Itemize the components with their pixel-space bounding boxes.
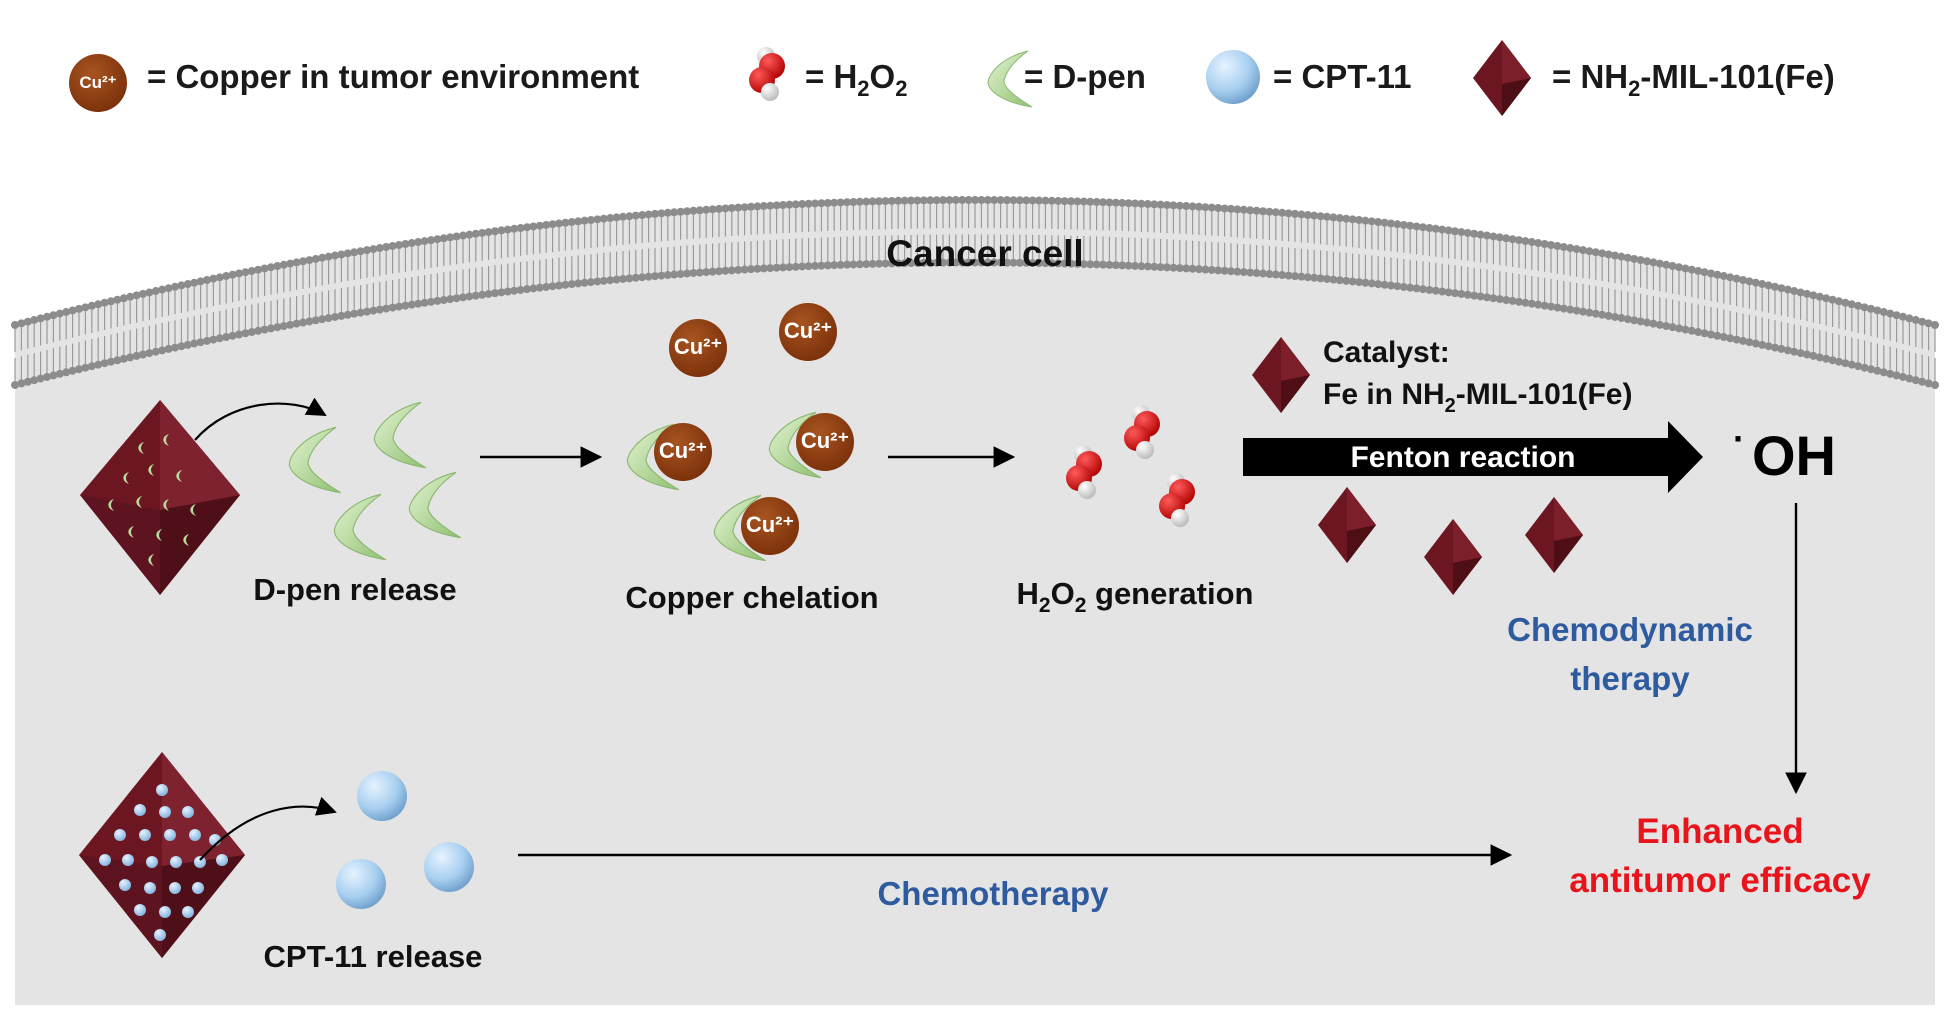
legend-copper-icon-label: Cu²⁺ [79,73,116,92]
chelated-copper: Cu²⁺ [626,423,712,491]
legend: Cu²⁺ = Copper in tumor environment = H2O… [69,40,1835,116]
mof-cpt-particle [79,752,245,958]
fenton-arrow: Fenton reaction [1243,421,1703,493]
cpt-release-arrow [199,796,337,861]
mof-dpen-particle [80,400,240,595]
cancer-cell: Cancer cell [11,196,1939,1005]
step-dpen-release: D-pen release [253,572,456,607]
hydroxyl-radical: OH [1752,424,1836,487]
cell-title: Cancer cell [886,233,1083,274]
legend-h2o2-text: = H2O2 [805,58,907,101]
legend-copper-icon: Cu²⁺ [69,54,127,112]
catalyst-line1: Catalyst: [1323,336,1450,369]
chemotherapy-label: Chemotherapy [877,875,1109,912]
svg-text:Cu²⁺: Cu²⁺ [801,428,849,453]
svg-text:Cu²⁺: Cu²⁺ [674,334,722,359]
dpen-release-arrow [194,397,327,441]
cdt-line2: therapy [1570,660,1690,697]
chelated-copper: Cu²⁺ [713,494,799,562]
legend-cpt-icon [1206,50,1260,104]
cpt-molecule [357,771,407,821]
outcome-line2: antitumor efficacy [1569,861,1871,900]
cdt-line1: Chemodynamic [1507,611,1753,648]
legend-mof-icon [1473,40,1531,116]
cpt-molecule [336,859,386,909]
svg-text:Cu²⁺: Cu²⁺ [746,512,794,537]
legend-cpt-text: = CPT-11 [1273,58,1412,95]
released-cpt-group [336,771,474,909]
step-cpt-release: CPT-11 release [264,939,483,974]
cpt-molecule [424,842,474,892]
legend-copper-text: = Copper in tumor environment [147,58,639,95]
legend-dpen-text: = D-pen [1024,58,1146,95]
svg-text:Cu²⁺: Cu²⁺ [784,318,832,343]
legend-mof-text: = NH2-MIL-101(Fe) [1552,58,1835,101]
step-h2o2-generation: H2O2 generation [1017,576,1254,617]
free-copper-ion: Cu²⁺ [779,303,837,361]
copper-chelation-group: Cu²⁺ Cu²⁺ Cu²⁺ Cu²⁺ Cu²⁺ [626,303,854,562]
cell-interior [15,201,1935,1005]
outcome-line1: Enhanced [1636,812,1803,851]
radical-dot: · [1733,418,1745,459]
legend-h2o2-icon [749,47,785,101]
catalyst-line2: Fe in NH2-MIL-101(Fe) [1323,378,1632,417]
svg-text:Cu²⁺: Cu²⁺ [659,438,707,463]
fenton-label: Fenton reaction [1350,441,1575,474]
free-copper-ion: Cu²⁺ [669,319,727,377]
cell-membrane [11,196,1939,389]
step-copper-chelation: Copper chelation [625,580,878,615]
chelated-copper: Cu²⁺ [768,411,854,479]
